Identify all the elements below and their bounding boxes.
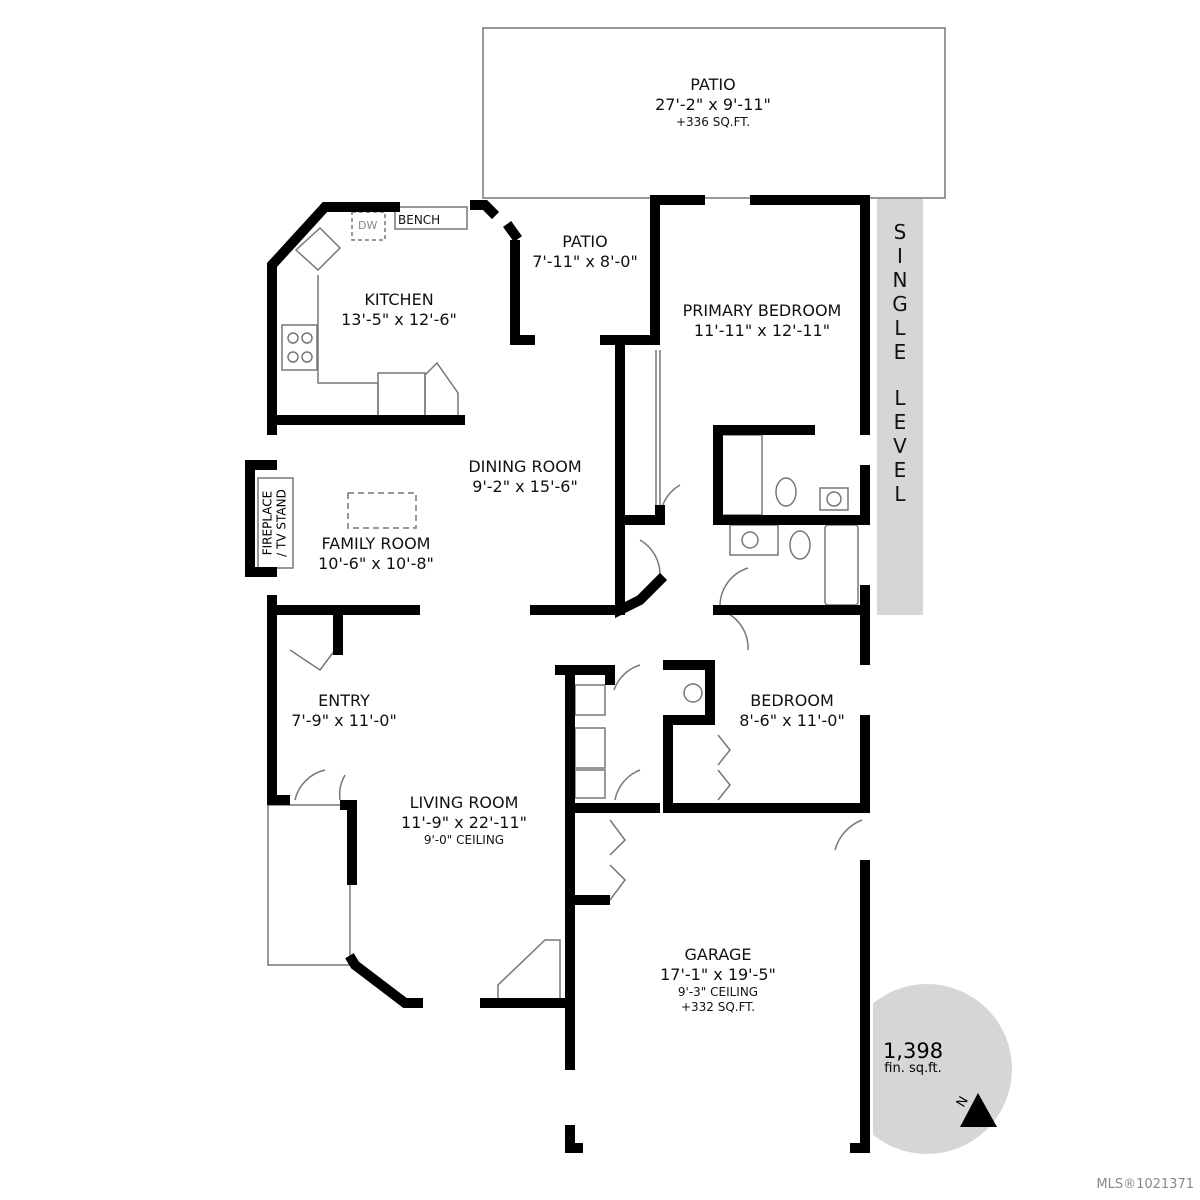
shower-icon [721, 434, 763, 516]
room-area: +332 SQ.FT. [680, 1000, 756, 1014]
room-ceiling: 9'-3" CEILING [677, 985, 759, 999]
fireplace-line: FIREPLACE [260, 490, 275, 556]
room-dims: 11'-11" x 12'-11" [693, 321, 831, 340]
porch-outline [267, 804, 351, 966]
room-name: DINING ROOM [468, 457, 582, 476]
room-primary-bedroom: PRIMARY BEDROOM 11'-11" x 12'-11" [683, 301, 842, 341]
room-name: PATIO [690, 75, 736, 94]
room-dims: 7'-9" x 11'-0" [291, 711, 397, 730]
band-letter: E [893, 458, 907, 482]
room-dims: 9'-2" x 15'-6" [472, 477, 578, 496]
fridge-fixture [377, 372, 426, 421]
stove-icon [281, 324, 318, 371]
band-letter: G [892, 292, 908, 316]
band-letter: E [893, 340, 907, 364]
room-name: PATIO [562, 232, 608, 251]
room-family: FAMILY ROOM 10'-6" x 10'-8" [318, 534, 434, 574]
room-area: +336 SQ.FT. [675, 115, 751, 129]
room-living: LIVING ROOM 11'-9" x 22'-11" 9'-0" CEILI… [401, 793, 527, 848]
room-entry: ENTRY 7'-9" x 11'-0" [291, 691, 397, 731]
band-letter: V [893, 434, 907, 458]
room-patio-large: PATIO 27'-2" x 9'-11" +336 SQ.FT. [655, 75, 771, 130]
room-dining: DINING ROOM 9'-2" x 15'-6" [468, 457, 581, 497]
room-name: BEDROOM [750, 691, 834, 710]
room-garage: GARAGE 17'-1" x 19'-5" 9'-3" CEILING +33… [660, 945, 776, 1015]
room-kitchen: KITCHEN 13'-5" x 12'-6" [341, 290, 457, 330]
total-sqft: 1,398 fin. sq.ft. [883, 1040, 943, 1076]
room-dims: 13'-5" x 12'-6" [341, 310, 457, 329]
bench-fixture [394, 206, 468, 230]
band-letter: E [893, 410, 907, 434]
room-bedroom: BEDROOM 8'-6" x 11'-0" [739, 691, 845, 731]
room-dims: 27'-2" x 9'-11" [655, 95, 771, 114]
room-name: ENTRY [318, 691, 370, 710]
room-name: GARAGE [684, 945, 752, 964]
room-dims: 17'-1" x 19'-5" [660, 965, 776, 984]
bench-label: BENCH [398, 213, 441, 227]
table-outline [347, 492, 417, 529]
room-patio-small: PATIO 7'-11" x 8'-0" [532, 232, 638, 272]
north-arrow-icon [960, 1093, 997, 1127]
patio-outline [482, 27, 946, 199]
fireplace-label: FIREPLACE / TV STAND [261, 489, 290, 557]
band-letter: L [894, 316, 906, 340]
room-dims: 10'-6" x 10'-8" [318, 554, 434, 573]
band-letter: S [893, 220, 907, 244]
sqft-unit: fin. sq.ft. [884, 1061, 942, 1077]
room-dims: 7'-11" x 8'-0" [532, 252, 638, 271]
room-ceiling: 9'-0" CEILING [423, 833, 505, 847]
room-name: PRIMARY BEDROOM [682, 301, 842, 320]
sqft-value: 1,398 [882, 1039, 944, 1063]
sink-icon [294, 226, 342, 272]
dishwasher-label: DW [358, 219, 378, 232]
bathtub-icon [824, 524, 859, 606]
room-name: KITCHEN [364, 290, 434, 309]
band-letter: N [892, 268, 908, 292]
room-dims: 11'-9" x 22'-11" [401, 813, 527, 832]
thin-outlines [257, 27, 946, 1000]
fireplace-line: / TV STAND [275, 489, 289, 557]
walls [245, 195, 870, 1153]
room-dims: 8'-6" x 11'-0" [739, 711, 845, 730]
single-level-band: S I N G L E L E V E L [877, 198, 923, 615]
band-letter: L [894, 482, 906, 506]
room-name: LIVING ROOM [409, 793, 519, 812]
band-letter: L [894, 386, 906, 410]
band-letter: I [897, 244, 903, 268]
watermark: MLS®1021371 [1096, 1177, 1194, 1192]
room-name: FAMILY ROOM [321, 534, 431, 553]
